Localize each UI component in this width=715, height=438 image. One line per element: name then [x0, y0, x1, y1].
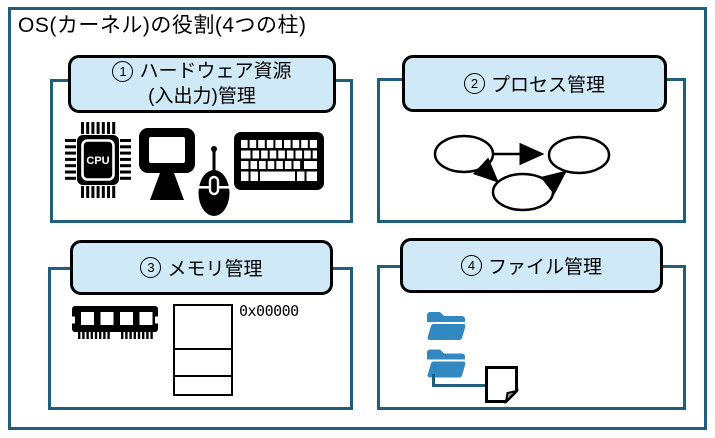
circled-number-1: 1	[112, 61, 134, 82]
process-node	[491, 172, 555, 212]
folder-file-connector-vertical	[432, 374, 435, 387]
mouse-icon	[198, 146, 230, 216]
panel-hardware-title-line1: 1 ハードウェア資源	[112, 59, 292, 84]
panel-hardware-title-text: ハードウェア資源	[139, 61, 292, 82]
panel-memory-title: 3 メモリ管理	[70, 240, 333, 295]
circled-number-4: 4	[460, 255, 482, 276]
process-diagram	[433, 134, 611, 212]
panel-file-title-line: 4 ファイル管理	[460, 252, 602, 279]
memory-map-row	[175, 306, 231, 350]
process-node	[547, 135, 611, 175]
process-arrow	[472, 157, 499, 183]
process-node	[433, 134, 495, 174]
panel-memory-title-text: メモリ管理	[167, 259, 263, 280]
panel-process-title-line: 2 プロセス管理	[463, 70, 605, 97]
panel-process-title: 2 プロセス管理	[402, 55, 667, 112]
panel-hardware-title-text2: (入出力)管理	[148, 86, 256, 107]
memory-address-label: 0x00000	[239, 302, 299, 320]
cpu-chip-icon: CPU	[65, 122, 131, 198]
monitor-icon	[139, 128, 195, 200]
panel-file-title: 4 ファイル管理	[400, 238, 663, 293]
cpu-label: CPU	[86, 155, 109, 167]
folder-file-connector-horizontal	[432, 384, 485, 387]
memory-map-row	[175, 350, 231, 377]
keyboard-icon	[234, 132, 324, 190]
panel-process-title-text: プロセス管理	[490, 75, 605, 96]
memory-map	[173, 304, 233, 396]
circled-number-3: 3	[140, 257, 162, 278]
circled-number-2: 2	[463, 73, 485, 94]
panel-memory-title-line: 3 メモリ管理	[140, 254, 263, 281]
document-icon	[485, 366, 519, 404]
panel-file-title-text: ファイル管理	[487, 257, 602, 278]
folder-icon	[427, 312, 466, 340]
ram-module-icon	[71, 306, 159, 339]
process-arrow	[540, 170, 567, 195]
diagram-title: OS(カーネル)の役割(4つの柱)	[18, 14, 307, 37]
panel-hardware-title: 1 ハードウェア資源 (入出力)管理	[68, 55, 336, 113]
folder-icon	[427, 349, 466, 378]
panel-hardware-title-line2: (入出力)管理	[148, 84, 256, 109]
memory-map-row	[175, 377, 231, 394]
